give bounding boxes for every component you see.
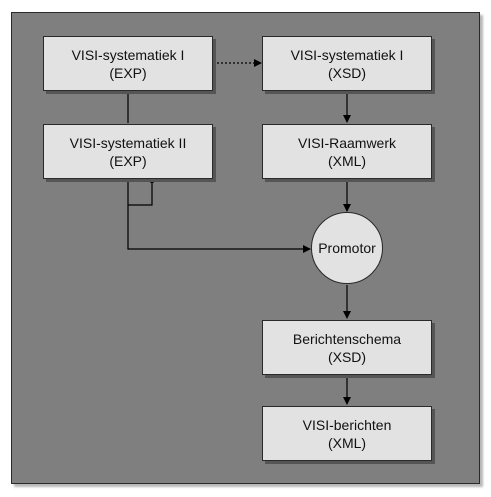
- node-visi-systematiek-1-xsd-format: (XSD): [327, 64, 367, 81]
- node-visi-berichten-format: (XML): [327, 434, 367, 451]
- node-visi-systematiek-2-exp-title: VISI-systematiek II: [69, 134, 187, 151]
- node-promotor: Promotor: [311, 212, 383, 284]
- node-berichtenschema-format: (XSD): [327, 348, 367, 365]
- node-visi-berichten: VISI-berichten (XML): [262, 406, 432, 461]
- node-visi-raamwerk-title: VISI-Raamwerk: [297, 134, 397, 151]
- edge-sys2exp-to-promotor-loop: [127, 180, 153, 206]
- node-visi-systematiek-1-exp-title: VISI-systematiek I: [71, 46, 185, 63]
- node-visi-systematiek-2-exp-format: (EXP): [109, 152, 147, 169]
- node-visi-raamwerk: VISI-Raamwerk (XML): [262, 124, 432, 179]
- node-visi-berichten-title: VISI-berichten: [302, 416, 392, 433]
- edge-sys2exp-to-promotor: [127, 205, 311, 253]
- node-visi-systematiek-1-xsd: VISI-systematiek I (XSD): [262, 36, 432, 91]
- node-berichtenschema-title: Berichtenschema: [292, 330, 402, 347]
- node-visi-raamwerk-format: (XML): [327, 152, 367, 169]
- node-promotor-label: Promotor: [318, 240, 376, 256]
- node-berichtenschema: Berichtenschema (XSD): [262, 320, 432, 375]
- node-visi-systematiek-1-exp: VISI-systematiek I (EXP): [43, 36, 213, 91]
- node-visi-systematiek-1-exp-format: (EXP): [109, 64, 147, 81]
- node-visi-systematiek-1-xsd-title: VISI-systematiek I: [290, 46, 404, 63]
- node-visi-systematiek-2-exp: VISI-systematiek II (EXP): [43, 124, 213, 179]
